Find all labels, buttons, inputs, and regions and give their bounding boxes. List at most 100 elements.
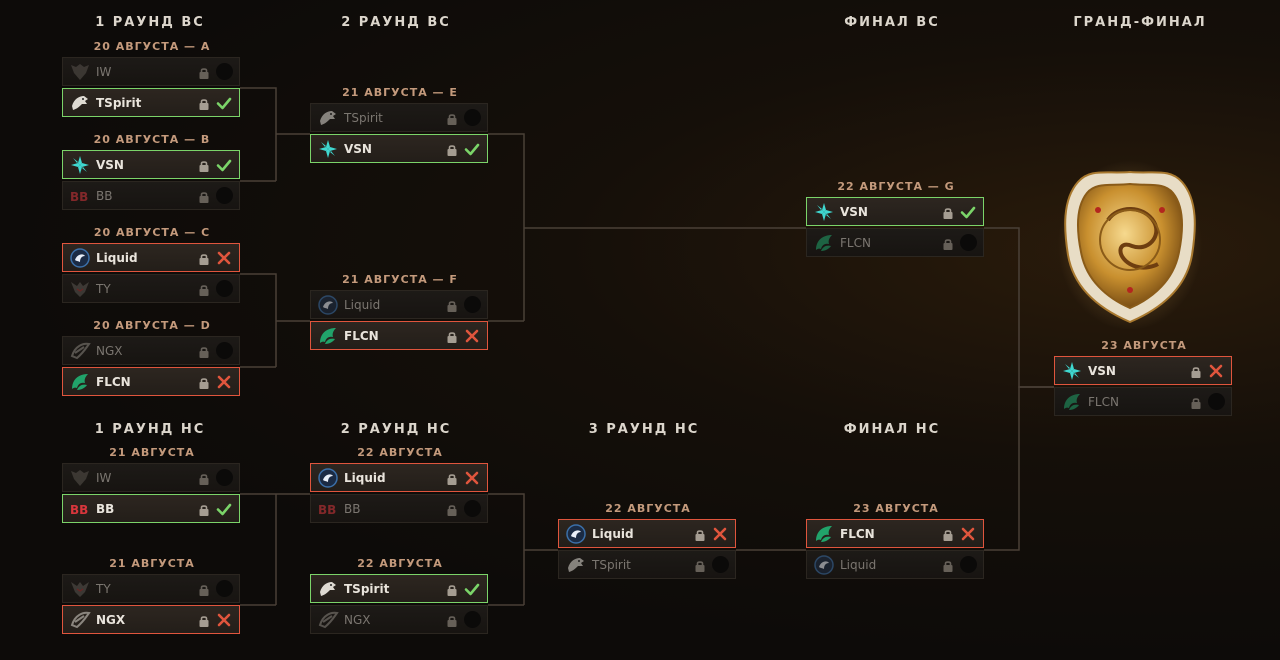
team-slot[interactable]: FLCN — [310, 321, 488, 350]
match-date: 21 АВГУСТА — E — [342, 86, 458, 99]
empty-circle-icon — [215, 580, 233, 598]
bracket-connector — [240, 493, 310, 606]
lock-icon — [197, 375, 211, 389]
cross-icon — [711, 525, 729, 543]
round-title: 1 РАУНД ВС — [95, 15, 205, 30]
cross-icon — [1207, 362, 1225, 380]
lock-icon — [197, 251, 211, 265]
empty-circle-icon — [959, 234, 977, 252]
match-date: 21 АВГУСТА — F — [342, 273, 458, 286]
team-name: BB — [96, 188, 113, 203]
lock-icon — [445, 471, 459, 485]
team-slot[interactable]: VSN — [1054, 356, 1232, 385]
team-slot[interactable]: Liquid — [62, 243, 240, 272]
checkmark-icon — [215, 500, 233, 518]
flcn-logo-icon — [69, 371, 91, 393]
vsn-logo-icon — [69, 154, 91, 176]
team-name: VSN — [96, 157, 124, 172]
team-slot[interactable]: FLCN — [806, 228, 984, 257]
checkmark-icon — [463, 580, 481, 598]
team-name: Liquid — [592, 526, 634, 541]
team-slot[interactable]: FLCN — [62, 367, 240, 396]
team-name: FLCN — [344, 328, 379, 343]
iw-logo-icon — [69, 61, 91, 83]
team-slot[interactable]: BB BB — [62, 181, 240, 210]
team-slot[interactable]: FLCN — [806, 519, 984, 548]
team-slot[interactable]: TY — [62, 274, 240, 303]
empty-circle-icon — [463, 500, 481, 518]
spirit-logo-icon — [317, 107, 339, 129]
empty-circle-icon — [215, 469, 233, 487]
team-slot[interactable]: VSN — [310, 134, 488, 163]
team-slot[interactable]: TSpirit — [558, 550, 736, 579]
match-date: 20 АВГУСТА — C — [93, 226, 211, 239]
team-name: FLCN — [840, 526, 875, 541]
checkmark-icon — [215, 156, 233, 174]
lock-icon — [445, 298, 459, 312]
team-slot[interactable]: Liquid — [806, 550, 984, 579]
lock-icon — [941, 527, 955, 541]
team-slot[interactable]: Liquid — [310, 463, 488, 492]
team-name: Liquid — [840, 557, 877, 572]
lock-icon — [197, 189, 211, 203]
team-name: VSN — [344, 141, 372, 156]
match-date: 21 АВГУСТА — [109, 557, 195, 570]
team-slot[interactable]: TSpirit — [62, 88, 240, 117]
team-name: IW — [96, 64, 112, 79]
match-date: 21 АВГУСТА — [109, 446, 195, 459]
team-slot[interactable]: FLCN — [1054, 387, 1232, 416]
liquid-logo-icon — [565, 523, 587, 545]
aegis-trophy-icon — [1058, 160, 1202, 330]
lock-icon — [445, 142, 459, 156]
team-name: BB — [344, 501, 361, 516]
team-name: TY — [96, 281, 111, 296]
lock-icon — [445, 582, 459, 596]
bracket-connector — [488, 493, 558, 606]
team-slot[interactable]: NGX — [310, 605, 488, 634]
lock-icon — [1189, 395, 1203, 409]
team-slot[interactable]: Liquid — [310, 290, 488, 319]
svg-text:BB: BB — [70, 190, 88, 204]
lock-icon — [197, 65, 211, 79]
match-date: 22 АВГУСТА — G — [837, 180, 955, 193]
liquid-logo-icon — [813, 554, 835, 576]
flcn-logo-icon — [317, 325, 339, 347]
team-slot[interactable]: TSpirit — [310, 574, 488, 603]
team-name: IW — [96, 470, 112, 485]
match-date: 20 АВГУСТА — B — [93, 133, 211, 146]
empty-circle-icon — [1207, 393, 1225, 411]
team-slot[interactable]: NGX — [62, 605, 240, 634]
team-slot[interactable]: BB BB — [310, 494, 488, 523]
empty-circle-icon — [463, 109, 481, 127]
team-slot[interactable]: TSpirit — [310, 103, 488, 132]
team-name: NGX — [344, 612, 371, 627]
empty-circle-icon — [463, 611, 481, 629]
team-slot[interactable]: TY — [62, 574, 240, 603]
ngx-logo-icon — [69, 609, 91, 631]
lock-icon — [693, 558, 707, 572]
team-name: TSpirit — [592, 557, 631, 572]
cross-icon — [215, 611, 233, 629]
team-slot[interactable]: VSN — [62, 150, 240, 179]
team-slot[interactable]: NGX — [62, 336, 240, 365]
lock-icon — [197, 471, 211, 485]
flcn-logo-icon — [813, 232, 835, 254]
team-slot[interactable]: IW — [62, 463, 240, 492]
lock-icon — [197, 282, 211, 296]
team-name: TSpirit — [344, 110, 383, 125]
lock-icon — [693, 527, 707, 541]
liquid-logo-icon — [69, 247, 91, 269]
bb-logo-icon: BB — [317, 498, 339, 520]
match-date: 20 АВГУСТА — A — [93, 40, 211, 53]
liquid-logo-icon — [317, 467, 339, 489]
round-title: ФИНАЛ ВС — [844, 15, 940, 30]
team-slot[interactable]: Liquid — [558, 519, 736, 548]
match-date: 23 АВГУСТА — [1101, 339, 1187, 352]
lock-icon — [197, 502, 211, 516]
team-slot[interactable]: IW — [62, 57, 240, 86]
team-name: TSpirit — [96, 95, 142, 110]
team-slot[interactable]: VSN — [806, 197, 984, 226]
cross-icon — [959, 525, 977, 543]
